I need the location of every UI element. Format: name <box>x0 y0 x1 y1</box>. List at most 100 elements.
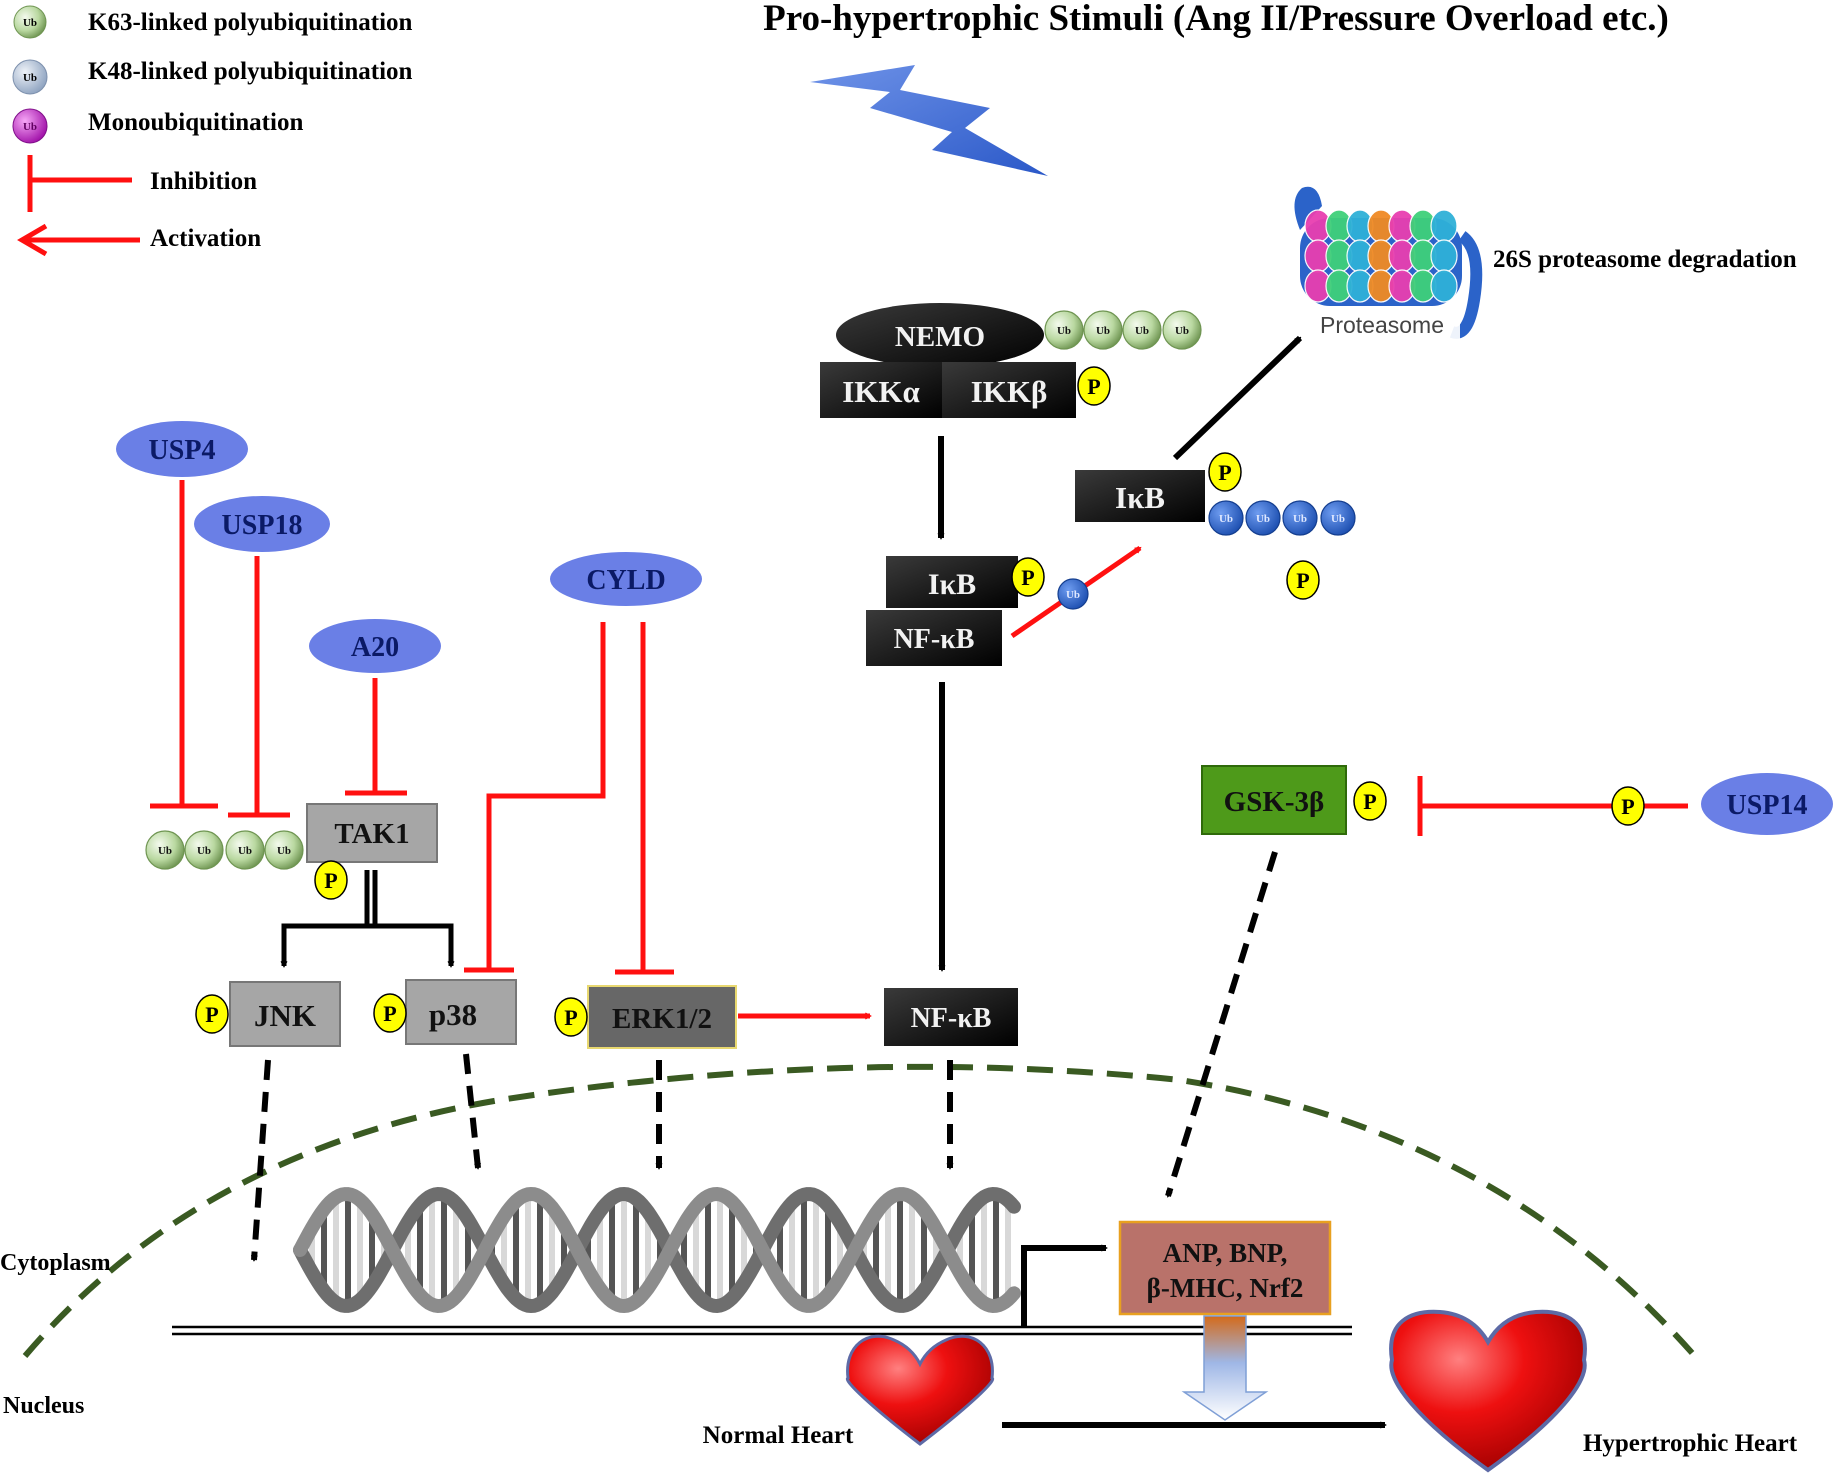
svg-text:P: P <box>1363 789 1376 814</box>
svg-text:P: P <box>383 1001 396 1026</box>
nuclear-translocation-arrows <box>254 851 1278 1260</box>
phospho-badge-ikb-top: P <box>1208 452 1242 492</box>
gsk3b-label: GSK-3β <box>1224 786 1325 818</box>
ub-bead: Ub <box>1320 500 1356 536</box>
hypertrophic-genes-box <box>1118 1220 1332 1316</box>
phospho-badge-gsk3b: P <box>1353 781 1387 821</box>
svg-text:Ub: Ub <box>1331 513 1345 525</box>
ub-bead: Ub <box>264 830 304 870</box>
ikb-k48-ub-chain: Ub Ub Ub Ub <box>1208 500 1356 536</box>
nfkb-mid-label: NF-κB <box>894 624 975 655</box>
svg-text:P: P <box>1087 374 1100 399</box>
legend-k63-label: K63-linked polyubiquitination <box>88 9 413 36</box>
nuclear-membrane <box>22 1063 1703 1364</box>
phospho-badge-tak1: P <box>314 860 348 900</box>
svg-text:Ub: Ub <box>1219 513 1233 525</box>
erk-label: ERK1/2 <box>612 1003 712 1035</box>
svg-text:Ub: Ub <box>1096 325 1110 337</box>
svg-text:P: P <box>1218 460 1231 485</box>
cyld-label: CYLD <box>586 565 665 596</box>
a20-node: A20 <box>309 619 441 673</box>
ub-bead: Ub <box>1208 500 1244 536</box>
nemo-label: NEMO <box>895 321 985 353</box>
proteasome-label: Proteasome <box>1320 312 1444 338</box>
ub-bead: Ub <box>1083 310 1123 350</box>
cytoplasm-label: Cytoplasm <box>0 1250 111 1276</box>
genes-line-2: β-MHC, Nrf2 <box>1147 1273 1304 1303</box>
p38-node <box>405 979 517 1045</box>
svg-text:Ub: Ub <box>23 72 37 84</box>
jnk-node <box>229 981 341 1047</box>
svg-text:Ub: Ub <box>158 845 172 857</box>
svg-text:Ub: Ub <box>1293 513 1307 525</box>
usp18-label: USP18 <box>222 510 303 541</box>
svg-text:P: P <box>324 868 337 893</box>
ikb-single-ub: Ub <box>1057 578 1089 610</box>
ub-bead: Ub <box>1044 310 1084 350</box>
legend-inhibition-label: Inhibition <box>150 168 257 195</box>
legend-activation-label: Activation <box>150 225 261 252</box>
nemo-node <box>836 303 1044 367</box>
svg-text:P: P <box>205 1002 218 1027</box>
svg-text:Ub: Ub <box>1135 325 1149 337</box>
nemo-ikk-complex: NEMO IKKα IKKβ <box>820 303 1076 418</box>
phospho-badge-jnk: P <box>195 994 229 1034</box>
svg-text:Ub: Ub <box>1066 589 1080 601</box>
genes-line-1: ANP, BNP, <box>1163 1238 1288 1268</box>
svg-text:P: P <box>564 1005 577 1030</box>
dna-helix <box>293 1186 1021 1314</box>
ub-bead: Ub <box>225 830 265 870</box>
ikka-label: IKKα <box>842 374 920 409</box>
tak1-k63-ub-chain: Ub Ub Ub Ub <box>145 830 304 870</box>
tak1-branch-arrows <box>284 870 451 966</box>
hypertrophic-heart-label: Hypertrophic Heart <box>1583 1430 1798 1457</box>
nfkb-bottom-node <box>884 988 1018 1046</box>
ikkb-node <box>942 362 1076 418</box>
ikb-top-label: IκB <box>1115 480 1165 515</box>
lightning-bolt-icon <box>810 65 1048 176</box>
nfkb-pathway-arrows <box>941 335 1303 970</box>
nfkb-mid-node <box>866 610 1002 666</box>
svg-text:Ub: Ub <box>23 17 37 29</box>
svg-text:Ub: Ub <box>238 845 252 857</box>
ub-bead: Ub <box>1162 310 1202 350</box>
proteasome-icon: Proteasome <box>1294 186 1483 340</box>
cyld-node: CYLD <box>550 552 702 606</box>
transcription-arrow <box>1021 1248 1106 1327</box>
phospho-badge-erk: P <box>554 997 588 1037</box>
ikka-node <box>820 362 942 418</box>
gsk3b-node <box>1201 765 1347 835</box>
svg-text:Ub: Ub <box>23 121 37 133</box>
hypertrophic-heart-icon <box>1389 1309 1587 1473</box>
p38-label: p38 <box>429 997 477 1032</box>
gene-expression-down-arrow <box>1181 1315 1269 1421</box>
phospho-badge-usp14: P <box>1611 786 1645 826</box>
jnk-label: JNK <box>254 998 316 1033</box>
nucleus-label: Nucleus <box>3 1393 84 1419</box>
ikb-mid-node <box>886 556 1018 608</box>
normal-heart-label: Normal Heart <box>703 1422 854 1449</box>
nemo-k63-ub-chain: Ub Ub Ub Ub <box>1044 310 1202 350</box>
phospho-badge-ikb-mid: P <box>1011 557 1045 597</box>
usp14-node: USP14 <box>1701 773 1833 835</box>
a20-label: A20 <box>351 632 399 663</box>
ub-bead: Ub <box>1282 500 1318 536</box>
legend: Ub K63-linked polyubiquitination Ub K48-… <box>12 5 413 257</box>
svg-text:P: P <box>1621 794 1634 819</box>
legend-activation-icon <box>17 223 140 257</box>
phospho-badge-ikkb: P <box>1077 366 1111 406</box>
svg-text:Ub: Ub <box>277 845 291 857</box>
svg-text:Ub: Ub <box>197 845 211 857</box>
ub-bead: Ub <box>1245 500 1281 536</box>
ub-bead: Ub <box>1122 310 1162 350</box>
ub-bead: Ub <box>145 830 185 870</box>
phospho-badge-p38: P <box>373 993 407 1033</box>
legend-mono-ub-icon: Ub <box>12 108 48 144</box>
diagram-title: Pro-hypertrophic Stimuli (Ang II/Pressur… <box>763 0 1669 39</box>
legend-k63-ub-icon: Ub <box>13 5 47 39</box>
normal-heart-icon <box>845 1334 995 1446</box>
usp4-label: USP4 <box>149 435 216 466</box>
